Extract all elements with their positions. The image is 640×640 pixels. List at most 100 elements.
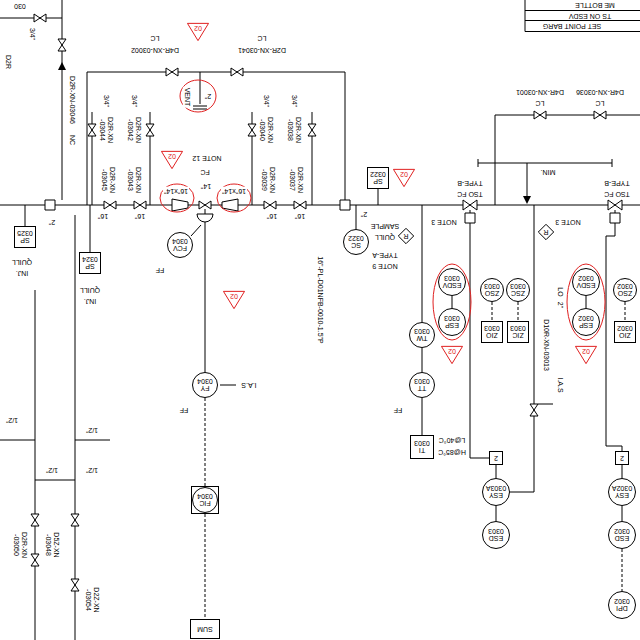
line-tag-label: 1/2" (5, 416, 19, 424)
reducer-symbol (172, 199, 238, 211)
instrument-tag: 0303 (484, 283, 500, 290)
shared-display-instrument: FIC0304 (191, 486, 219, 514)
instrument-tag: 02 (168, 153, 176, 160)
revision-triangle-shape (187, 23, 208, 40)
signal-connector (452, 296, 453, 308)
shared-display-instrument-outline (192, 487, 218, 513)
revision-triangle-shape (441, 346, 462, 363)
instrument-tag: SP (373, 178, 382, 185)
signal-connector (622, 465, 623, 478)
line-tag-label: D2R-XN -03040 (258, 114, 273, 146)
valve-symbol (31, 14, 622, 591)
signal-connector (422, 348, 423, 372)
line-tag-label: 2" (204, 92, 212, 100)
instrument-tag: R (543, 228, 548, 235)
instrument-bubble: ESY0302A (608, 478, 636, 506)
line-tag-label: FF (155, 266, 166, 274)
instrument-tag: ESDV (576, 282, 595, 289)
line-tag-label: LC (595, 99, 606, 107)
line-tag-label: TYPE-B (456, 179, 483, 187)
instrument-bubble: ESDV0302 (572, 268, 600, 296)
instrument-tag: FY (201, 385, 210, 392)
instrument-square: ZIO0303 (481, 321, 503, 343)
instrument-bubble: ESDV0303 (438, 268, 466, 296)
revision-cloud (160, 80, 605, 340)
instrument-tag: ESY (489, 492, 503, 499)
line-tag-label: 3/4" (262, 94, 270, 108)
instrument-tag: FCV (173, 245, 187, 252)
line-tag-label: D5Z-XN -03048 (44, 529, 59, 561)
instrument-bubble: ESD0303 (482, 521, 510, 549)
line-tag-label: 1/2" (85, 466, 99, 474)
instrument-tag: 0322 (370, 171, 386, 178)
note-diamond-shape (398, 228, 413, 243)
instrument-square: ZIC0303 (507, 321, 529, 343)
instrument-tag: ZIO (619, 332, 631, 339)
signal-connector (492, 302, 493, 321)
revision-cloud (180, 80, 216, 112)
line-tag-label: TSO FC (456, 190, 484, 198)
line-tag-label: L@40°C (438, 436, 467, 444)
signal-box: SUM (190, 619, 220, 639)
instrument-tag: 0303 (510, 325, 526, 332)
line-tag-label: D2R-XN-03041 (237, 46, 287, 54)
revision-triangle: 02 (223, 291, 245, 309)
instrument-tag: 0302 (614, 598, 630, 605)
instrument-square: SP0324 (79, 252, 101, 274)
instrument-tag: DPI (616, 605, 628, 612)
line-tag-label: NOTE 9 (371, 262, 398, 270)
instrument-bubble: FCV0304 (167, 232, 193, 258)
signal-connector (205, 514, 206, 619)
line-tag-label: I.A.S (240, 381, 257, 389)
instrument-bubble: ESY0303A (482, 478, 510, 506)
line-tag-label: 2" (556, 301, 564, 309)
instrument-bubble: TW0303 (409, 322, 435, 348)
instrument-bubble: ESP0303 (438, 308, 466, 336)
instrument-tag: 02 (230, 293, 238, 300)
revision-cloud (567, 264, 605, 340)
instrument-tag: FIC (199, 500, 210, 507)
instrument-tag: TW (417, 335, 428, 342)
line-tag-label: FF (393, 406, 404, 414)
signal-box: 2 (615, 451, 629, 465)
line-tag-label: D2R-XN -03039 (260, 164, 275, 196)
line-tag-label: TYPE-B (603, 179, 630, 187)
revision-triangle: 02 (393, 169, 415, 187)
instrument-square: SP0322 (367, 167, 389, 189)
instrument-square: ZIO0302 (614, 321, 636, 343)
line-tag-label: D2R-XN -03038 (286, 114, 301, 146)
line-tag-label: 16" (97, 212, 109, 220)
instrument-bubble: SC0322 (343, 229, 369, 255)
line-tag-label: 1/2" (45, 466, 59, 474)
line-tag-label: QUILL (374, 233, 396, 241)
line-tag-label: TS ON ESDV (568, 12, 612, 20)
instrument-tag: 0303 (444, 315, 460, 322)
line-tag-label: LO (556, 286, 564, 297)
instrument-tag: 0304 (197, 378, 213, 385)
line-tag-label: ME BOTTLE (574, 1, 616, 9)
line-tag-label: D2R-XN -03044 (98, 114, 113, 146)
line-tag-label: LC (257, 34, 268, 42)
revision-cloud (160, 184, 194, 212)
line-tag-label: D2R-XN -03045 (100, 164, 115, 196)
line-tag-label: NOTE 3 (430, 218, 457, 226)
revision-triangle: 02 (161, 151, 183, 169)
instrument-tag: 0302A (612, 485, 632, 492)
line-tag-label: 3/4" (102, 94, 110, 108)
line-tag-label: FC (199, 168, 210, 176)
instrument-tag: SC (351, 242, 361, 249)
instrument-tag: 0302 (614, 528, 630, 535)
arrow-head (58, 62, 531, 204)
revision-triangle-shape (161, 151, 182, 168)
instrument-bubble: ZSC0303 (506, 278, 530, 302)
line-tag-label: 3/4" (28, 27, 36, 41)
instrument-bubble: FY0304 (192, 372, 218, 398)
line-tag-label: D4R-XN-03001 (515, 88, 565, 96)
line-tag-label: D4R-XN-03002 (130, 46, 180, 54)
instrument-bubble: DPI0302 (608, 591, 636, 619)
instrument-tag: SUM (197, 625, 213, 632)
instrument-tag: 0304 (172, 238, 188, 245)
signal-connector (622, 506, 623, 521)
